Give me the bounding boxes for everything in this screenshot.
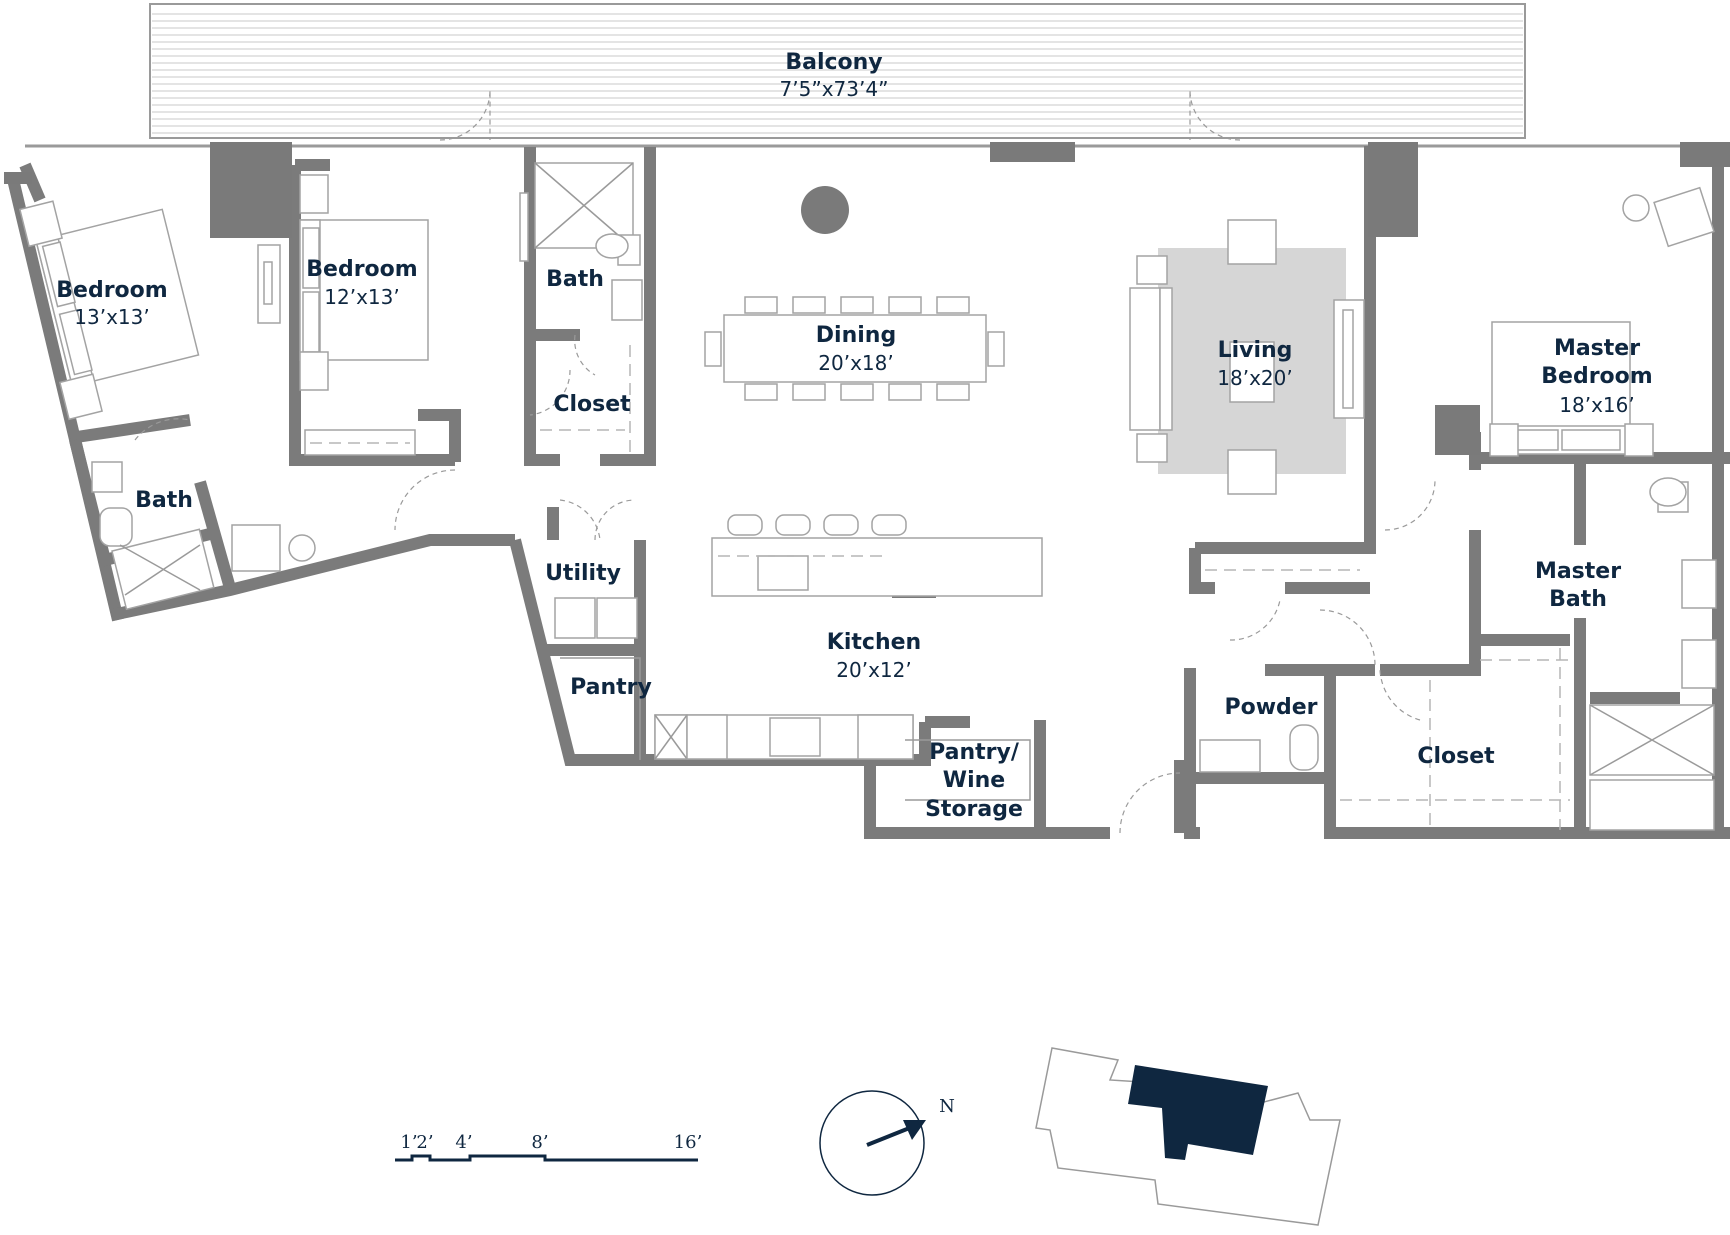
size-living: 18’x20’ (1217, 366, 1292, 390)
scale-bar: 1’ 2’ 4’ 8’ 16’ (395, 1132, 703, 1162)
label-bath-mid: Bath (546, 267, 604, 292)
scale-label-8: 8’ (531, 1132, 548, 1153)
label-pantry-wine-2: Wine (943, 768, 1005, 793)
size-kitchen: 20’x12’ (836, 658, 911, 682)
label-living: Living (1218, 338, 1293, 363)
scale-label-4: 4’ (455, 1132, 472, 1153)
label-pantry-wine-1: Pantry/ (929, 740, 1020, 765)
label-kitchen: Kitchen (827, 630, 921, 655)
size-balcony: 7’5”x73’4” (780, 77, 889, 101)
scale-label-2: 2’ (416, 1132, 433, 1153)
label-bedroom-west: Bedroom (56, 278, 167, 303)
size-dining: 20’x18’ (818, 351, 893, 375)
key-plan (1035, 1047, 1341, 1226)
label-master-bedroom-1: Master (1554, 336, 1640, 361)
size-bedroom-west: 13’x13’ (74, 305, 149, 329)
label-balcony: Balcony (785, 50, 882, 75)
compass-n-label: N (939, 1096, 955, 1117)
furniture (18, 162, 1717, 831)
label-bath-west: Bath (135, 488, 193, 513)
size-bedroom-mid: 12’x13’ (324, 285, 399, 309)
scale-label-16: 16’ (674, 1132, 703, 1153)
balcony (149, 3, 1526, 139)
door-swings (134, 89, 1436, 834)
label-master-bath-2: Bath (1549, 587, 1607, 612)
label-powder: Powder (1224, 695, 1317, 720)
label-dining: Dining (816, 323, 896, 348)
scale-label-1: 1’ (400, 1132, 417, 1153)
label-utility: Utility (545, 561, 621, 586)
label-closet-master: Closet (1417, 744, 1495, 769)
label-pantry: Pantry (570, 675, 652, 700)
north-arrow-icon (903, 1120, 926, 1140)
room-labels: Balcony 7’5”x73’4” Bedroom 13’x13’ Bedro… (56, 50, 1652, 822)
label-bedroom-mid: Bedroom (306, 257, 417, 282)
label-pantry-wine-3: Storage (925, 797, 1023, 822)
size-master-bedroom: 18’x16’ (1559, 393, 1634, 417)
label-master-bedroom-2: Bedroom (1541, 364, 1652, 389)
label-master-bath-1: Master (1535, 559, 1621, 584)
compass: N (819, 1090, 955, 1196)
walls (6, 144, 1730, 839)
label-closet-mid: Closet (553, 392, 631, 417)
